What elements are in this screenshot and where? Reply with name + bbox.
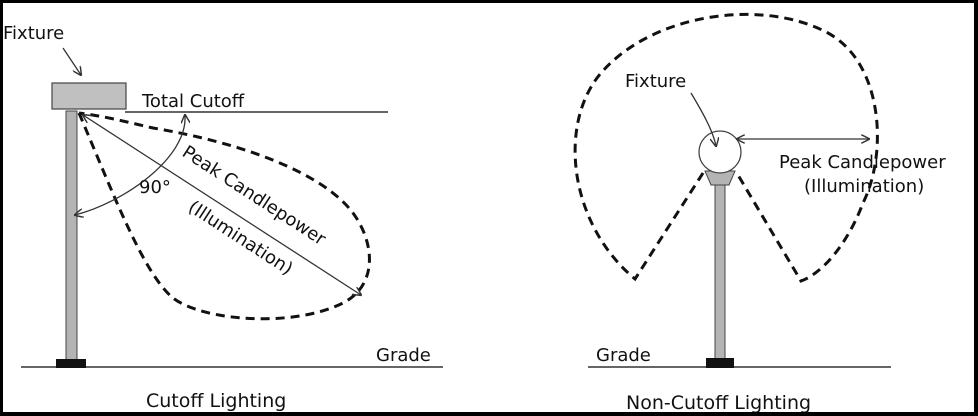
- noncutoff-peak-label-line1: Peak Candlepower: [779, 152, 946, 173]
- cutoff-peak-ray: [83, 115, 361, 295]
- cutoff-pole: [65, 110, 78, 365]
- noncutoff-fixture-label: Fixture: [625, 71, 686, 92]
- noncutoff-caption: Non-Cutoff Lighting: [626, 392, 811, 412]
- noncutoff-peak-label-line2: (Illumination): [804, 176, 924, 197]
- cutoff-fixture-pointer: [62, 47, 81, 75]
- noncutoff-fixture-pointer: [690, 92, 716, 146]
- lighting-diagram: Fixture Total Cutoff 90° Peak Candlepowe…: [3, 12, 946, 412]
- noncutoff-panel: Fixture Peak Candlepower (Illumination) …: [573, 12, 946, 412]
- cutoff-fixture-box: [51, 82, 127, 110]
- noncutoff-pole: [714, 182, 726, 364]
- cutoff-fixture-label: Fixture: [3, 23, 64, 44]
- cutoff-pole-base: [56, 359, 86, 368]
- noncutoff-pole-base: [706, 358, 734, 368]
- noncutoff-fixture-globe: [698, 130, 742, 174]
- cutoff-grade-label: Grade: [376, 345, 431, 366]
- angle-label: 90°: [139, 177, 171, 198]
- cutoff-angle-arc: [75, 115, 185, 215]
- total-cutoff-label: Total Cutoff: [141, 91, 245, 112]
- noncutoff-distribution-outline: [573, 12, 879, 283]
- cutoff-caption: Cutoff Lighting: [146, 390, 286, 412]
- noncutoff-grade-label: Grade: [596, 345, 651, 366]
- cutoff-panel: Fixture Total Cutoff 90° Peak Candlepowe…: [3, 23, 443, 412]
